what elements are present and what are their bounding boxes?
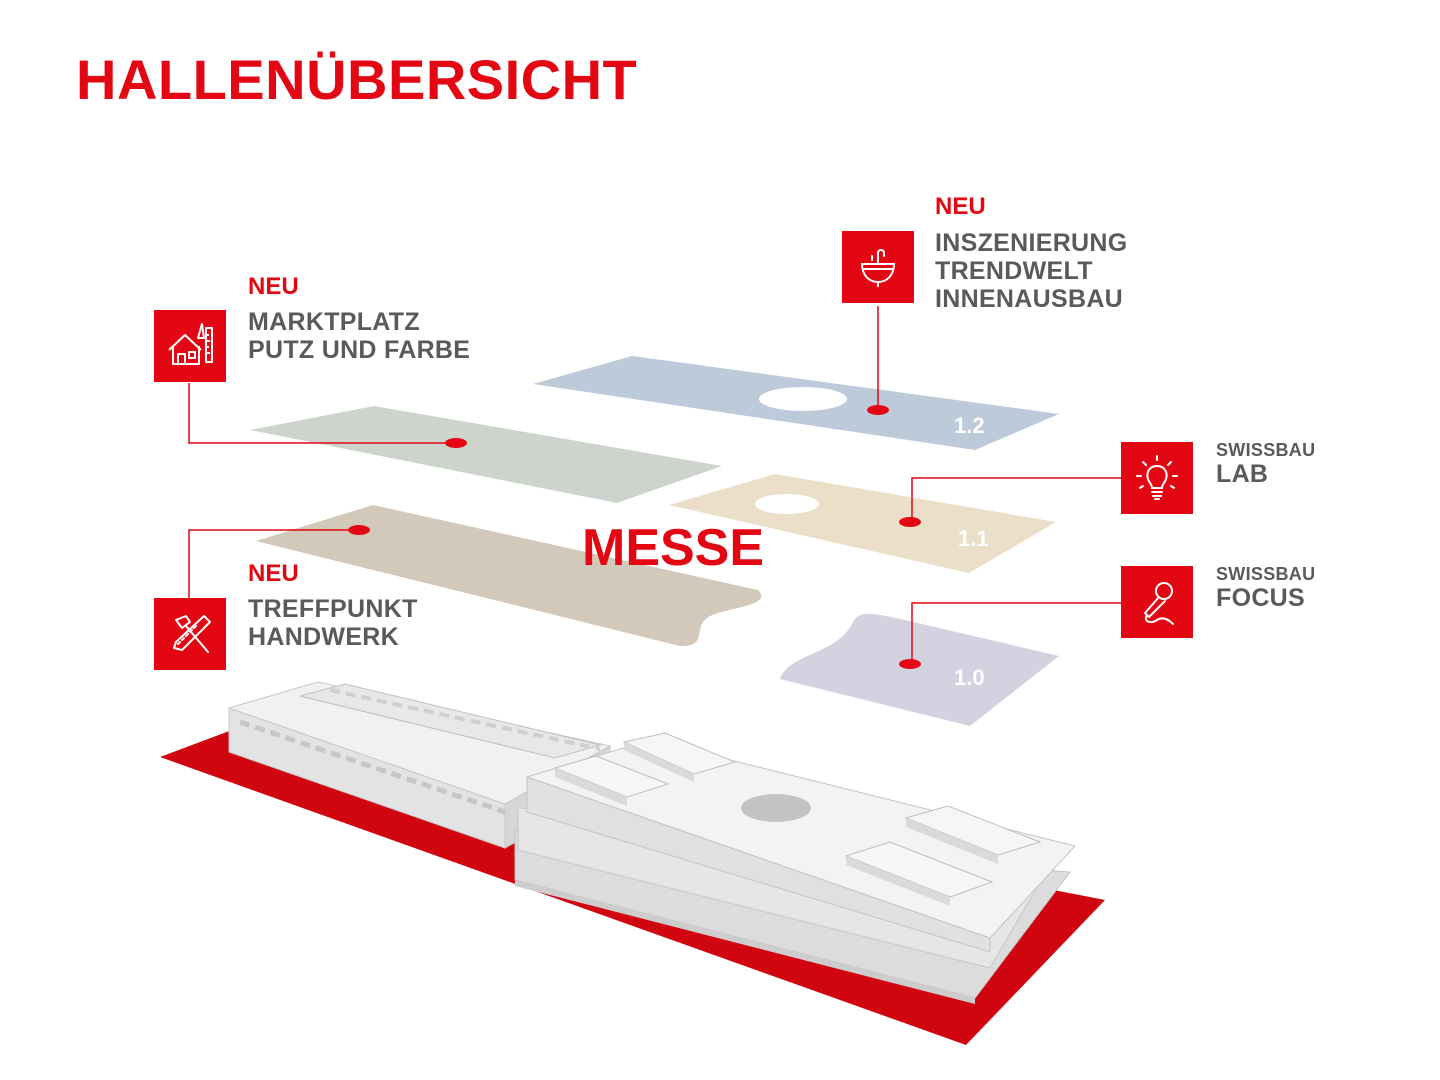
label-lab: SWISSBAU LAB [1216, 440, 1315, 488]
microphone-icon-box[interactable] [1121, 566, 1193, 638]
connector-line-marktplatz [188, 383, 452, 444]
page-title: HALLENÜBERSICHT [76, 48, 638, 111]
lightbulb-icon-box[interactable] [1121, 442, 1193, 514]
floor-plane-treffpunkt[interactable] [256, 505, 762, 647]
label-focus: SWISSBAU FOCUS [1216, 564, 1315, 612]
new-badge-marktplatz: NEU [248, 273, 299, 300]
hammer-saw-icon [173, 615, 211, 653]
floor-plane-marktplatz[interactable] [250, 406, 722, 503]
location-dot-lab[interactable] [899, 517, 921, 527]
house-tools-icon-box[interactable] [154, 310, 226, 382]
connector-line-focus [911, 602, 1122, 662]
label-inszenierung: INSZENIERUNG TRENDWELT INNENAUSBAU [935, 229, 1128, 313]
hammer-saw-icon-box[interactable] [154, 598, 226, 670]
house-tools-icon [168, 323, 213, 365]
hall-number-1-0: 1.0 [954, 665, 985, 690]
label-marktplatz-line-1: MARKTPLATZ [248, 308, 420, 336]
label-lab-line-1: SWISSBAU [1216, 440, 1316, 460]
label-marktplatz-line-2: PUTZ UND FARBE [248, 336, 471, 364]
washbasin-icon-box[interactable] [842, 231, 914, 303]
building-model [227, 681, 1076, 1004]
label-focus-line-2: FOCUS [1216, 584, 1305, 613]
label-treffpunkt-line-1: TREFFPUNKT [248, 595, 418, 623]
location-dot-focus[interactable] [899, 659, 921, 669]
label-inszenierung-line-2: TRENDWELT [935, 257, 1093, 285]
washbasin-icon [860, 249, 896, 287]
new-badge-inszenierung: NEU [935, 193, 986, 220]
location-dot-marktplatz[interactable] [445, 438, 467, 448]
microphone-icon [1144, 582, 1174, 625]
label-treffpunkt-line-2: HANDWERK [248, 623, 399, 651]
atrium-hole-hall-1-2 [759, 387, 847, 411]
label-inszenierung-line-3: INNENAUSBAU [935, 285, 1124, 313]
lightbulb-icon [1136, 455, 1178, 500]
label-inszenierung-line-1: INSZENIERUNG [935, 229, 1128, 257]
floor-plane-hall-1-0[interactable] [780, 613, 1059, 726]
label-lab-line-2: LAB [1216, 460, 1269, 489]
hall-number-1-1: 1.1 [958, 526, 989, 551]
new-badge-treffpunkt: NEU [248, 560, 299, 587]
atrium-hole-hall-1-1 [755, 494, 819, 514]
location-dot-treffpunkt[interactable] [348, 525, 370, 535]
connector-line-treffpunkt [188, 529, 357, 600]
label-focus-line-1: SWISSBAU [1216, 564, 1316, 584]
label-treffpunkt: TREFFPUNKT HANDWERK [248, 595, 418, 651]
label-marktplatz: MARKTPLATZ PUTZ UND FARBE [248, 308, 470, 364]
connector-line-lab [911, 477, 1122, 520]
messe-label: MESSE [582, 519, 764, 577]
hall-number-1-2: 1.2 [954, 413, 985, 438]
location-dot-inszenierung[interactable] [867, 405, 889, 415]
